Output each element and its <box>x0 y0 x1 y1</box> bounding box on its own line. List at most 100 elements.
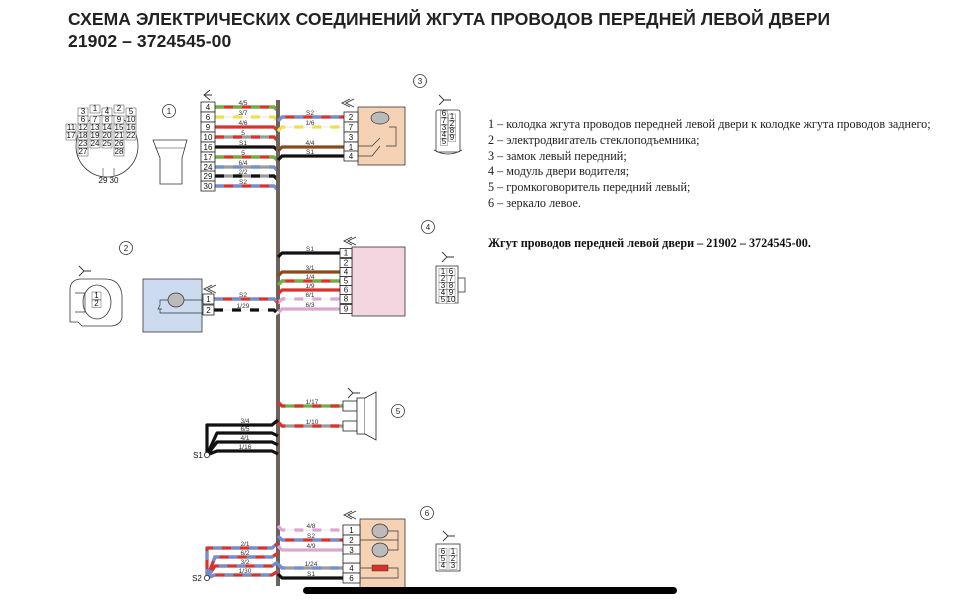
face-pin-number: 4 <box>442 130 447 139</box>
wire-label: 1/4 <box>305 274 314 281</box>
connector-fork-icon <box>78 265 91 277</box>
wire-label: 5 <box>241 150 245 157</box>
pin-number: 8 <box>344 295 349 304</box>
wire-label: S1 <box>239 140 247 147</box>
wire-c4-pin-9 <box>276 307 340 315</box>
face-pin-number: 4 <box>105 107 110 116</box>
face-pin-number: 27 <box>79 147 88 156</box>
face-pin-number: 1 <box>94 291 99 300</box>
wire-label: S1 <box>306 149 314 156</box>
wire-label: S1 <box>306 246 314 253</box>
wire-stripe <box>276 279 340 287</box>
wire-c3-pin-1 <box>276 145 344 153</box>
connector-1-housing-icon <box>152 139 188 185</box>
home-indicator[interactable] <box>303 587 677 594</box>
face-pin-number: 6 <box>449 267 454 276</box>
wire-label: 6/5 <box>240 426 249 433</box>
wire-stripe <box>276 400 343 408</box>
face-pin <box>438 562 448 570</box>
wire-c2-pin-2 <box>214 308 280 316</box>
wire-label: 4/4 <box>305 140 314 147</box>
wire-label: 5 <box>241 130 245 137</box>
wire-s2-3/2 <box>205 560 279 579</box>
face-pin <box>89 139 101 149</box>
face-pin-number: 9 <box>450 133 455 142</box>
wire-c1-pin-30 <box>215 184 280 192</box>
component-number: 2 <box>124 244 129 253</box>
wire-base <box>276 154 344 162</box>
bottom-pin-number: 29 <box>99 176 108 185</box>
face-pin <box>440 117 448 125</box>
face-pin-number: 5 <box>442 137 447 146</box>
pin-number: 6 <box>349 574 354 583</box>
connector-fork-icon <box>438 94 451 106</box>
face-pin-number: 6 <box>81 115 86 124</box>
pin-number: 2 <box>349 536 354 545</box>
wire-label: 3/2 <box>240 559 249 566</box>
pin-number: 6 <box>344 286 349 295</box>
connector-pin <box>339 248 353 258</box>
motor-circuit <box>157 299 203 314</box>
pin-number: 2 <box>349 113 354 122</box>
face-pin-number: 21 <box>115 131 124 140</box>
pin-number: 3 <box>349 546 354 555</box>
face-pin <box>440 110 448 118</box>
legend-item-3: 3 – замок левый передний; <box>488 148 627 163</box>
connector-direction-icon <box>342 510 357 520</box>
component-number-badge <box>420 506 434 520</box>
face-pin <box>113 104 125 114</box>
wire-base <box>205 431 279 456</box>
wire-c1-pin-16 <box>215 145 280 153</box>
mirror-circuit <box>360 530 399 579</box>
wire-label: 3/4 <box>240 418 249 425</box>
pin-number: 9 <box>344 305 349 314</box>
face-pin <box>91 299 102 308</box>
face-pin-number: 7 <box>449 274 454 283</box>
face-pin-number: 1 <box>93 104 98 113</box>
face-pin-number: 5 <box>441 554 446 563</box>
face-pin <box>65 131 77 141</box>
face-pin <box>448 127 456 135</box>
connector-pin <box>339 304 353 314</box>
face-pin-number: 20 <box>103 131 112 140</box>
speaker-terminal <box>342 420 358 432</box>
face-pin-number: 24 <box>91 139 100 148</box>
wire-base <box>215 145 280 153</box>
connector-direction-icon <box>202 284 217 294</box>
face-pin-number: 1 <box>441 267 446 276</box>
face-pin <box>77 147 89 157</box>
wire-base <box>215 125 280 133</box>
pin-number: 4 <box>344 268 349 277</box>
splice-s2-label: S2 <box>192 574 202 583</box>
wire-label: 1/30 <box>239 568 252 575</box>
wire-label: 6/3 <box>305 302 314 309</box>
pin-number: 29 <box>204 172 213 181</box>
wire-c4-pin-4 <box>276 270 340 278</box>
face-pin-number: 10 <box>127 115 136 124</box>
connector-pin <box>202 304 215 316</box>
pin-number: 3 <box>349 133 354 142</box>
connector-pin-empty <box>342 553 361 564</box>
wire-c5-2 <box>276 420 343 428</box>
wire-stripe <box>205 541 280 578</box>
wire-c6-pin-1 <box>276 524 343 532</box>
component-number: 6 <box>425 509 430 518</box>
wire-base <box>276 544 343 552</box>
pin-number: 1 <box>349 526 354 535</box>
pin-number: 1 <box>206 295 211 304</box>
connector-fork-icon <box>442 530 455 542</box>
wire-label: S2 <box>239 292 247 299</box>
component-number-badge <box>391 404 405 418</box>
face-pin <box>440 131 448 139</box>
wire-stripe <box>206 569 279 580</box>
wire-base <box>205 551 279 579</box>
wire-base <box>215 184 280 192</box>
wire-c4-pin-5 <box>276 279 340 287</box>
face-pin-number: 19 <box>91 131 100 140</box>
wire-label: 3/7 <box>238 110 247 117</box>
face-pin <box>440 138 448 146</box>
wire-label: 1/6 <box>305 120 314 127</box>
wire-label: 6/2 <box>240 550 249 557</box>
face-pin-number: 8 <box>449 281 454 290</box>
wire-label: 4/8 <box>306 523 315 530</box>
